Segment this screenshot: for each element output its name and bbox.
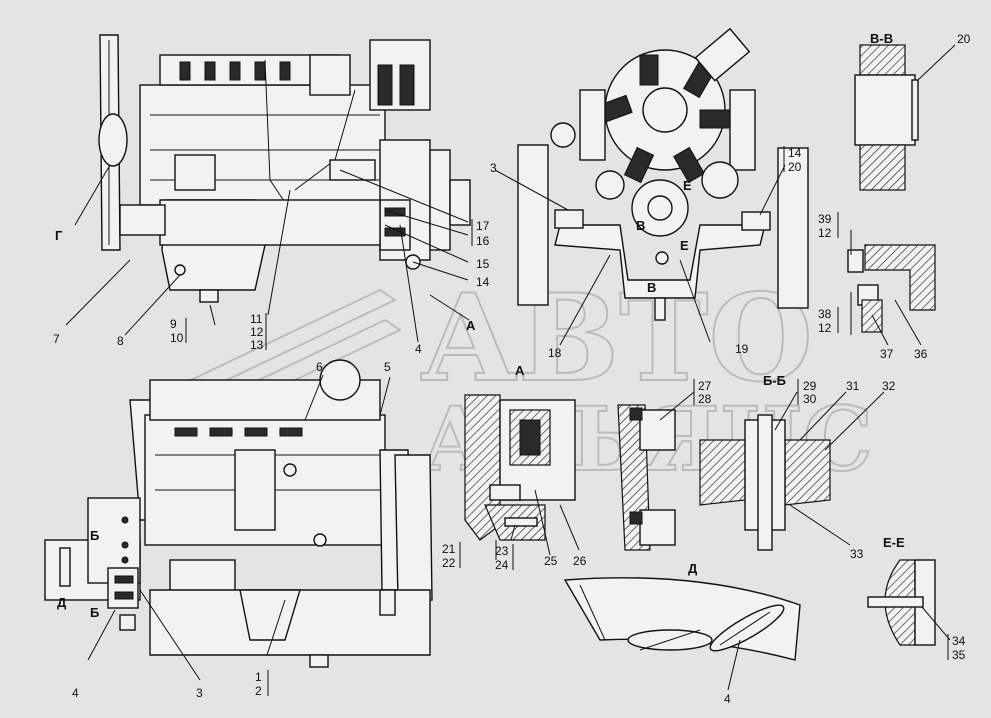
section-a-detail — [464, 394, 576, 541]
callout-31: 31 — [846, 379, 860, 393]
callout-34: 34 — [952, 634, 966, 648]
section-mount-detail — [847, 244, 936, 333]
section-vv-detail — [854, 44, 919, 191]
view-mark-e-top: Е — [683, 178, 692, 193]
callout-37: 37 — [880, 347, 894, 361]
section-label-d: Д — [688, 561, 698, 576]
view-mark-b-top: Б — [90, 528, 99, 543]
callout-13: 13 — [250, 338, 264, 352]
callout-35: 35 — [952, 648, 966, 662]
callout-4-detail-d: 4 — [724, 692, 731, 706]
callout-22: 22 — [442, 556, 456, 570]
callout-1: 1 — [255, 670, 262, 684]
callout-14: 14 — [476, 275, 490, 289]
callout-27: 27 — [698, 379, 712, 393]
engine-side-view-bottom — [44, 359, 433, 668]
callout-4-top: 4 — [415, 342, 422, 356]
callout-11: 11 — [250, 312, 263, 326]
callout-14-front: 14 — [788, 146, 802, 160]
callout-20-vv: 20 — [957, 32, 971, 46]
callout-33: 33 — [850, 547, 864, 561]
section-label-ee: Е-Е — [883, 535, 905, 550]
callout-12-mount-bottom: 12 — [818, 321, 832, 335]
callout-3-bottom: 3 — [196, 686, 203, 700]
grouping-bars — [185, 146, 949, 696]
engine-side-view-top — [98, 34, 471, 303]
callout-15: 15 — [476, 257, 490, 271]
section-bb-detail — [617, 404, 831, 551]
callout-3-top: 3 — [490, 161, 497, 175]
callout-28: 28 — [698, 392, 712, 406]
section-label-a: А — [515, 363, 525, 378]
leader-lines — [65, 44, 956, 691]
callout-12: 12 — [250, 325, 264, 339]
callout-24: 24 — [495, 558, 509, 572]
callout-38: 38 — [818, 307, 832, 321]
callout-10: 10 — [170, 331, 184, 345]
view-mark-a: А — [466, 318, 476, 333]
view-mark-d: Д — [57, 595, 67, 610]
view-mark-e-bottom: Е — [680, 238, 689, 253]
callout-4-bottom: 4 — [72, 686, 79, 700]
callout-2: 2 — [255, 684, 262, 698]
callout-12-mount-top: 12 — [818, 226, 832, 240]
callout-9: 9 — [170, 317, 177, 331]
callout-21: 21 — [442, 542, 456, 556]
callout-36: 36 — [914, 347, 928, 361]
section-ee-detail — [867, 559, 936, 646]
view-mark-v-top: В — [636, 218, 645, 233]
view-mark-v-bottom: В — [647, 280, 656, 295]
view-mark-g: Г — [55, 228, 63, 243]
engine-front-view — [517, 27, 809, 321]
callout-20-front: 20 — [788, 160, 802, 174]
view-mark-b-bottom: Б — [90, 605, 99, 620]
callout-17: 17 — [476, 219, 490, 233]
section-label-bb: Б-Б — [763, 373, 786, 388]
callout-32: 32 — [882, 379, 896, 393]
callout-numbers: 7 8 9 10 11 12 13 17 16 15 14 4 3 18 19 … — [53, 32, 971, 706]
callout-5: 5 — [384, 360, 391, 374]
callout-7: 7 — [53, 332, 60, 346]
callout-18: 18 — [548, 346, 562, 360]
section-label-vv: В-В — [870, 31, 893, 46]
callout-8: 8 — [117, 334, 124, 348]
callout-29: 29 — [803, 379, 817, 393]
callout-30: 30 — [803, 392, 817, 406]
callout-23: 23 — [495, 544, 509, 558]
callout-39: 39 — [818, 212, 832, 226]
callout-25: 25 — [544, 554, 558, 568]
detail-d — [563, 577, 801, 661]
watermark-line1: АВТО — [420, 268, 813, 409]
callout-19: 19 — [735, 342, 749, 356]
callout-16: 16 — [476, 234, 490, 248]
callout-6: 6 — [316, 360, 323, 374]
callout-26: 26 — [573, 554, 587, 568]
